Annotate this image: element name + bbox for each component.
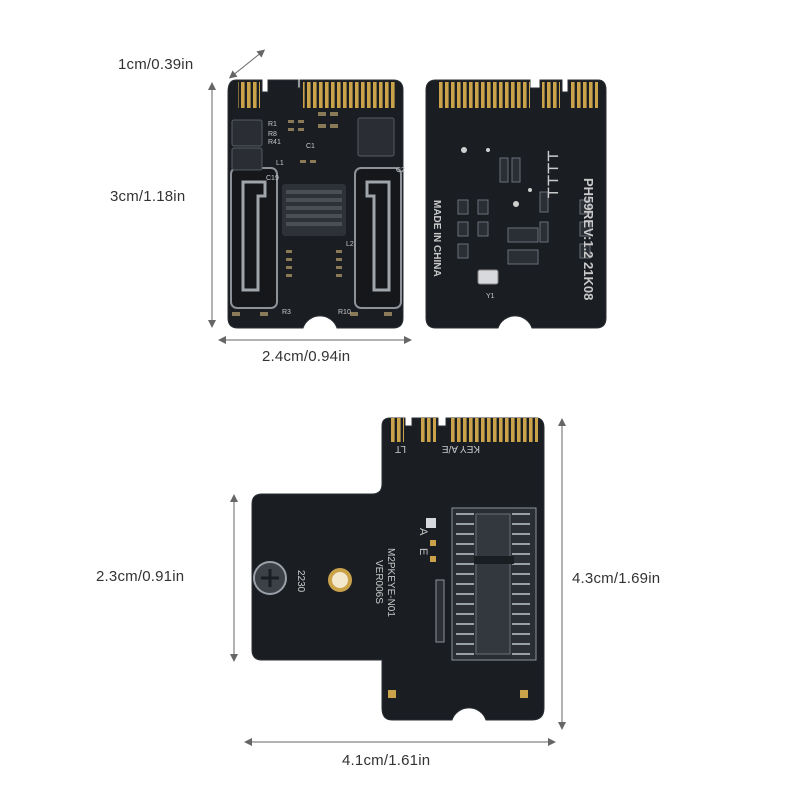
label-r3: R3 <box>282 309 291 316</box>
label-r8: R8 <box>268 131 277 138</box>
dim-label-diagonal: 1cm/0.39in <box>118 56 194 73</box>
mounting-screw <box>253 561 287 595</box>
label-l2: L2 <box>346 241 354 248</box>
label-r10: R10 <box>338 309 351 316</box>
label-c1: C1 <box>306 143 315 150</box>
controller-heatsink <box>282 184 346 236</box>
label-r1: R1 <box>268 121 277 128</box>
crystal-label: Y1 <box>486 293 495 300</box>
label-c2: C2 <box>396 167 405 174</box>
key-a-label: A <box>417 528 429 536</box>
bottom-model: M2PKEYE-N01 <box>385 548 396 617</box>
dim-label-top-height: 3cm/1.18in <box>110 188 186 205</box>
svg-text:⊥⊥⊥⊥: ⊥⊥⊥⊥ <box>545 150 561 199</box>
bottom-board: KEY A/E LT A E M2PKEYE-N01 VER006S 2230 <box>251 417 545 721</box>
dim-label-bottom-right-height: 4.3cm/1.69in <box>572 570 661 587</box>
board-model: PH59 <box>581 178 596 211</box>
bottom-version: VER006S <box>373 560 384 604</box>
sata-connector-right <box>354 167 402 309</box>
label-r41: R41 <box>268 139 281 146</box>
label-c19: C19 <box>266 175 279 182</box>
bottom-size: 2230 <box>295 570 306 593</box>
dim-label-bottom-left-height: 2.3cm/0.91in <box>96 568 185 585</box>
dim-label-top-width: 2.4cm/0.94in <box>262 348 351 365</box>
label-l1: L1 <box>276 160 284 167</box>
board-origin: MADE IN CHINA <box>431 200 442 277</box>
lt-label: LT <box>395 443 406 454</box>
key-e-label: E <box>417 548 429 555</box>
sata-connector-left <box>230 167 278 309</box>
top-left-board: R1 R8 R41 C19 C1 R3 R10 L1 L2 C2 <box>227 79 405 329</box>
top-right-board: ⊥⊥⊥⊥ PH59 REV:1.2 21K08 MADE IN CHINA Y1 <box>425 79 607 329</box>
dimension-lines <box>208 49 566 746</box>
dim-label-bottom-width: 4.1cm/1.61in <box>342 752 431 769</box>
board-revision: REV:1.2 <box>581 210 596 258</box>
board-date-code: 21K08 <box>581 262 596 300</box>
m2-socket <box>451 507 537 661</box>
dim-line-diagonal <box>228 49 266 79</box>
key-label: KEY A/E <box>441 443 480 454</box>
